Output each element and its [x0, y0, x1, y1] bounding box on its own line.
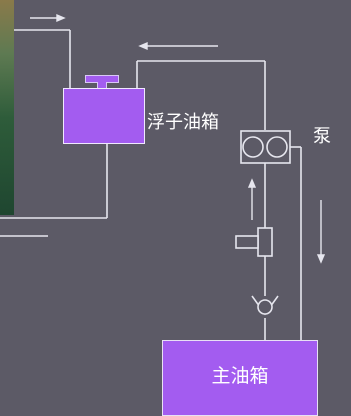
pump-label: 泵 [313, 126, 331, 147]
float-tank-label: 浮子油箱 [147, 112, 219, 133]
arrow-top-left-head [56, 13, 66, 23]
pump-icon [240, 130, 291, 164]
arrow-main-return-head [316, 254, 326, 264]
arrow-return-head [138, 41, 148, 51]
check-valve-icon [251, 295, 279, 316]
background-photo [0, 0, 14, 215]
arrow-suction-head [247, 178, 257, 188]
main-tank: 主油箱 [162, 340, 318, 416]
valve-icon [235, 227, 273, 257]
float-tank-cap-neck [97, 82, 107, 89]
float-tank [63, 88, 145, 144]
main-tank-label: 主油箱 [211, 365, 269, 387]
